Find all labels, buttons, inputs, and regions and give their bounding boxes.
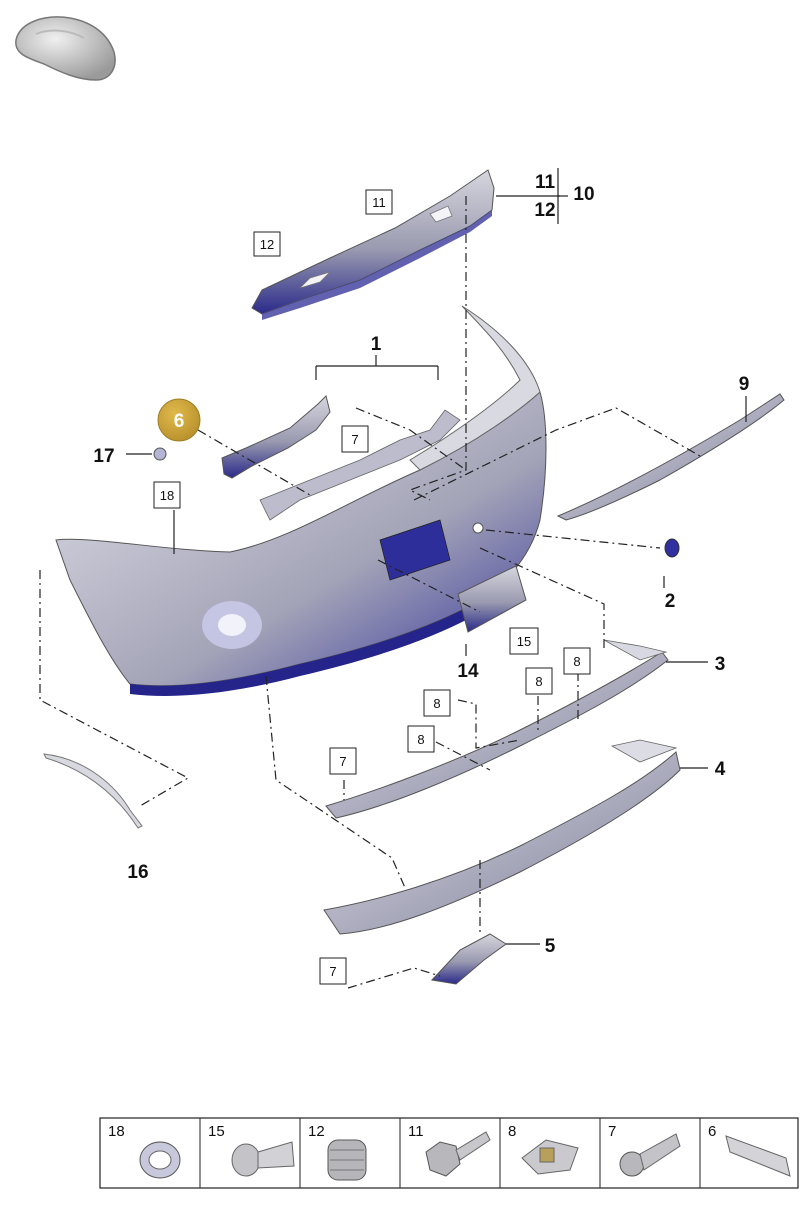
box-label-8a: 8 [563,647,591,675]
legend-cell-7[interactable]: 7 [608,1123,681,1177]
callout-1: 1 [371,334,382,355]
svg-text:7: 7 [329,964,336,979]
svg-text:18: 18 [108,1123,125,1140]
svg-text:12: 12 [260,237,274,252]
callout-9: 9 [739,374,750,395]
boxed-labels: 11 12 7 18 15 8 8 8 8 7 7 [153,189,591,985]
legend-cell-11[interactable]: 11 [408,1123,491,1177]
box-label-8b: 8 [525,667,553,695]
box-label-11: 11 [365,189,393,215]
svg-text:8: 8 [573,654,580,669]
svg-text:11: 11 [372,195,386,210]
box-label-7c: 7 [319,957,347,985]
legend-cell-18[interactable]: 18 [108,1123,181,1179]
center-cover [430,933,507,985]
leader-lines [39,168,747,989]
clip-nut-icon [521,1139,579,1175]
callout-16: 16 [127,862,148,883]
fastener-legend: 18 15 12 11 [99,1117,799,1189]
svg-text:7: 7 [339,754,346,769]
svg-text:7: 7 [351,432,358,447]
callout-2: 2 [665,591,676,612]
svg-text:8: 8 [508,1123,516,1140]
callout-17: 17 [93,446,114,467]
callout-labels: 1 2 3 4 5 9 10 11 12 14 16 17 [93,172,749,957]
svg-text:11: 11 [408,1123,424,1140]
callout-6: 6 [174,411,185,432]
tow-eye-cover [664,538,680,558]
side-trim-strip [556,393,785,521]
upper-reinforcement-bar [251,169,495,320]
svg-text:12: 12 [308,1123,325,1140]
svg-text:8: 8 [433,696,440,711]
lower-trim-strip [325,639,669,819]
box-label-18: 18 [153,481,181,509]
rear-diffuser [323,739,681,935]
ring-clip-icon [139,1141,181,1179]
svg-text:8: 8 [535,674,542,689]
svg-text:8: 8 [417,732,424,747]
box-label-15: 15 [509,627,539,655]
callout-11: 11 [535,172,556,193]
bumper-cover [55,305,547,696]
hex-bolt-icon [425,1131,491,1177]
box-label-8d: 8 [407,725,435,753]
callout-14: 14 [457,661,479,682]
callout-4: 4 [715,759,726,780]
svg-text:7: 7 [608,1123,616,1140]
small-clip [153,447,167,461]
bumper-bracket [221,395,331,479]
box-label-7b: 7 [329,747,357,775]
callout-5: 5 [545,936,556,957]
legend-cell-12[interactable]: 12 [308,1123,367,1181]
callout-3: 3 [715,654,726,675]
box-label-8c: 8 [423,689,451,717]
guide-strip-icon [725,1135,791,1177]
svg-text:15: 15 [208,1123,225,1140]
callout-12: 12 [534,200,555,221]
legend-cell-15[interactable]: 15 [208,1123,295,1177]
car-thumbnail-icon[interactable] [15,16,116,81]
license-plate-holder [457,565,527,633]
side-seal-strip [43,753,143,829]
svg-text:6: 6 [708,1123,716,1140]
screw-grommet-icon [327,1139,367,1181]
svg-text:15: 15 [517,634,531,649]
callout-6-highlight[interactable]: 6 [157,398,201,442]
box-label-12: 12 [253,231,281,257]
svg-text:18: 18 [160,488,174,503]
box-label-7a: 7 [341,425,369,453]
plastic-rivet-icon [231,1141,295,1177]
callout-10: 10 [573,184,594,205]
legend-cell-6[interactable]: 6 [708,1123,791,1177]
legend-cell-8[interactable]: 8 [508,1123,579,1175]
torx-screw-icon [619,1133,681,1177]
